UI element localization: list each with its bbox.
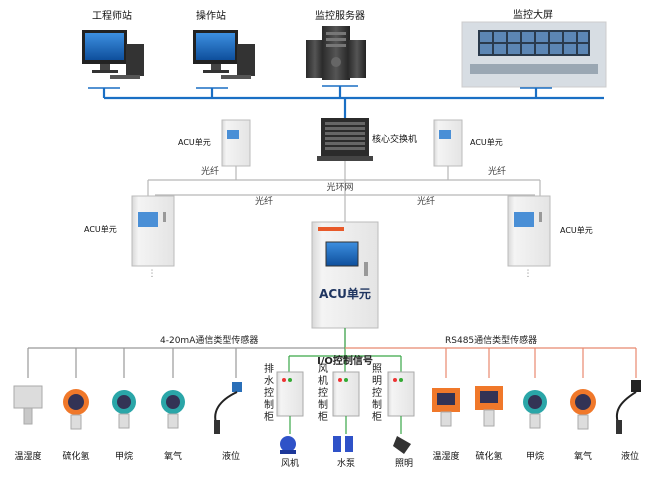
sensor-icon — [631, 380, 641, 392]
ethernet-bus — [102, 86, 604, 118]
operator-station-label: 操作站 — [196, 9, 226, 22]
fiber-label: 光纤 — [488, 165, 506, 177]
pump-icon — [333, 436, 341, 452]
operator-station: 操作站 — [193, 9, 255, 79]
core-switch: 核心交换机 — [317, 118, 417, 161]
fan-icon — [280, 436, 296, 452]
sensor-temp-humidity-left: 温湿度 — [13, 385, 43, 462]
oxygen-label: 氧气 — [164, 450, 182, 462]
fiber-label: 光纤 — [201, 165, 219, 177]
engineer-station-label: 工程师站 — [92, 9, 132, 22]
h2s-label: 硫化氢 — [62, 450, 89, 462]
fan-device: 风机 — [280, 436, 299, 469]
temp-humidity-label: 温湿度 — [14, 450, 41, 462]
drain-control-cabinet: 排水控制柜 — [264, 362, 304, 423]
rs485-sensor-bus — [345, 347, 637, 378]
server-icon — [306, 40, 324, 78]
methane-label: 甲烷 — [526, 450, 544, 462]
level-label: 液位 — [222, 450, 240, 462]
light-cabinet-label: 照明控制柜 — [372, 363, 382, 423]
pc-tower-icon — [237, 44, 255, 76]
fan-cabinet-label: 风机控制柜 — [318, 363, 328, 423]
acu-label: ACU单元 — [470, 137, 503, 147]
svg-text:⋮: ⋮ — [524, 269, 533, 279]
acu-cabinet-mid-left: ⋮ ACU单元 — [84, 195, 175, 279]
cabinet-icon — [131, 195, 175, 267]
cabinet-icon — [311, 221, 379, 329]
sensor-methane-left: 甲烷 — [112, 390, 136, 462]
sensor-h2s-right: 硫化氢 — [475, 386, 503, 462]
pump-icon — [345, 436, 353, 452]
svg-text:⋮: ⋮ — [148, 269, 157, 279]
pump-label: 水泵 — [337, 457, 355, 469]
cabinet-icon — [507, 195, 551, 267]
sensor-level-left: 液位 — [214, 382, 242, 462]
monitor-server-label: 监控服务器 — [315, 9, 365, 22]
fan-control-cabinet: 风机控制柜 — [318, 363, 360, 423]
pump-device: 水泵 — [333, 436, 355, 469]
keyboard-icon — [110, 75, 140, 79]
fiber-ring — [147, 161, 541, 222]
io-signal-label: I/O控制信号 — [317, 354, 373, 367]
acu-label: ACU单元 — [560, 225, 593, 235]
oxygen-label: 氧气 — [574, 450, 592, 462]
sensor-h2s-left: 硫化氢 — [62, 389, 90, 462]
keyboard-icon — [221, 75, 251, 79]
engineer-station: 工程师站 — [82, 9, 144, 79]
sensor-level-right: 液位 — [615, 380, 641, 462]
sensor-oxygen-right: 氧气 — [570, 389, 596, 462]
monitor-screen: 监控大屏 — [461, 8, 607, 88]
monitor-server: 监控服务器 — [306, 9, 366, 80]
lighting-device: 照明 — [393, 436, 413, 469]
sensor-icon — [13, 385, 43, 409]
sensor-temp-humidity-right: 温湿度 — [432, 388, 460, 462]
lighting-label: 照明 — [395, 458, 413, 469]
acu-cabinet-upper-left: ACU单元 — [178, 119, 251, 167]
fiber-ring-label: 光环网 — [326, 181, 353, 193]
rs485-sensors-label: RS485通信类型传感器 — [445, 334, 537, 346]
fiber-label: 光纤 — [417, 195, 435, 207]
level-label: 液位 — [621, 450, 639, 462]
sensor-oxygen-left: 氧气 — [161, 390, 185, 462]
fan-label: 风机 — [281, 457, 299, 469]
fiber-label: 光纤 — [255, 195, 273, 207]
h2s-label: 硫化氢 — [475, 450, 502, 462]
acu-label: ACU单元 — [178, 137, 211, 147]
acu-label: ACU单元 — [84, 224, 117, 234]
methane-label: 甲烷 — [115, 450, 133, 462]
light-control-cabinet: 照明控制柜 — [372, 363, 415, 423]
core-switch-label: 核心交换机 — [372, 133, 417, 145]
lamp-icon — [393, 436, 411, 454]
monitor-screen-label: 监控大屏 — [513, 8, 553, 21]
acu-cabinet-mid-right: ⋮ ACU单元 — [507, 195, 593, 279]
cabinet-icon — [221, 119, 251, 167]
acu-cabinet-upper-right: ACU单元 — [433, 119, 503, 167]
drain-cabinet-label: 排水控制柜 — [264, 362, 274, 423]
analog-sensors-label: 4-20mA通信类型传感器 — [160, 334, 258, 346]
server-icon — [348, 40, 366, 78]
pc-tower-icon — [126, 44, 144, 76]
cabinet-icon — [433, 119, 463, 167]
sensor-methane-right: 甲烷 — [523, 390, 547, 462]
main-acu-label: ACU单元 — [319, 286, 371, 301]
sensor-icon — [232, 382, 242, 392]
main-acu-cabinet: ACU单元 — [311, 221, 379, 329]
temp-humidity-label: 温湿度 — [432, 450, 459, 462]
io-control-bus — [288, 328, 402, 372]
